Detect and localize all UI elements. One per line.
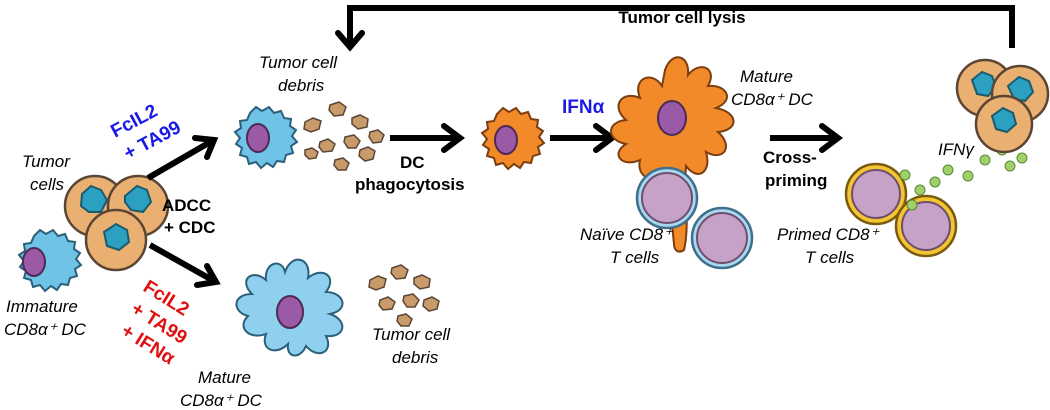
t-cell-icon [690,206,754,270]
dendritic-cell-icon [480,106,546,171]
primed-t-label-1: Primed CD8⁺ [777,225,881,244]
debris-top-label-2: debris [278,76,325,95]
mature-dc-top-label-1: Mature [740,67,793,86]
t-cell-icon [844,162,908,226]
mature-dc-bottom-label-1: Mature [198,368,251,387]
tumor-cells-label-1: Tumor [22,152,71,171]
tumor-lysis-label: Tumor cell lysis [618,8,745,27]
lower-branch-arrow [148,242,221,288]
lysis-feedback-arrow [335,5,1015,52]
immature-dc-label-2: CD8α⁺ DC [4,320,87,339]
naive-t-label-1: Naïve CD8⁺ [580,225,674,244]
tumor-cells-label-2: cells [30,175,65,194]
mature-dc-icon [235,258,344,357]
t-cell-icon [635,166,699,230]
t-cell-icon [894,194,958,258]
immature-dc-label-1: Immature [6,297,78,316]
tumor-cell-icon [84,208,148,272]
tumor-cell-cluster-icon [63,174,170,272]
cell-debris-icon [368,264,440,327]
adcc-label-2: + CDC [164,218,215,237]
debris-bottom-label-2: debris [392,348,439,367]
tumor-cell-icon [974,94,1034,154]
cytokine-dot-icon [899,144,1028,211]
cross-priming-label-1: Cross- [763,148,817,167]
immature-dc-icon [17,228,83,293]
upper-branch-arrow [146,135,219,181]
dc-phagocytosis-label-1: DC [400,153,425,172]
ifna-label: IFNα [562,97,605,118]
mature-dc-bottom-label-2: CD8α⁺ DC [180,391,263,410]
phagocytosis-arrow [390,123,465,153]
debris-top-label-1: Tumor cell [259,53,338,72]
primed-t-label-2: T cells [805,248,855,267]
ifng-label: IFNγ [938,140,975,159]
ifna-arrow [550,123,617,153]
dc-phagocytosis-label-2: phagocytosis [355,175,465,194]
cell-debris-icon [303,101,385,171]
mature-dc-icon [610,56,735,253]
dendritic-cell-icon [233,105,299,170]
naive-t-label-2: T cells [610,248,660,267]
tumor-cell-cluster-icon [955,58,1050,154]
mature-dc-top-label-2: CD8α⁺ DC [731,90,814,109]
adcc-label-1: ADCC [162,196,211,215]
cross-priming-arrow [770,123,843,153]
debris-bottom-label-1: Tumor cell [372,325,451,344]
cross-priming-label-2: priming [765,171,827,190]
